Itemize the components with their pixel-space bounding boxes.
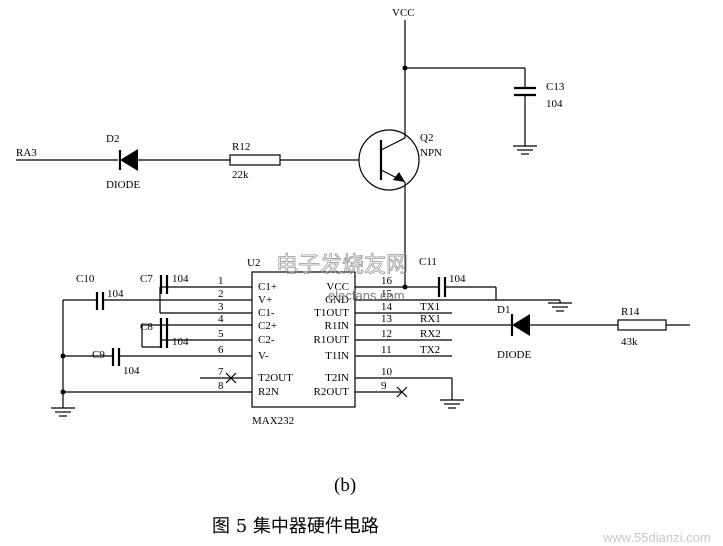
r14-ref: R14 bbox=[621, 306, 640, 318]
pin-13-name: R1IN bbox=[325, 320, 350, 332]
c8-value: 104 bbox=[172, 336, 189, 348]
pin-13-number: 13 bbox=[381, 313, 393, 325]
ra3-label: RA3 bbox=[16, 147, 37, 159]
d2-diode bbox=[118, 149, 230, 171]
u2-ref: U2 bbox=[247, 257, 260, 269]
pin-4-name: C2+ bbox=[258, 320, 277, 332]
pin-8-name: R2N bbox=[258, 386, 279, 398]
pin-12-number: 12 bbox=[381, 328, 392, 340]
left-ground-rail bbox=[51, 300, 200, 417]
pin-16-number: 16 bbox=[381, 275, 393, 287]
r12-resistor bbox=[229, 154, 359, 166]
c13-ref: C13 bbox=[546, 81, 565, 93]
c9-capacitor bbox=[63, 348, 121, 366]
no-connect-pin7 bbox=[225, 372, 237, 384]
u2-left-pins bbox=[120, 286, 252, 393]
d2-ref: D2 bbox=[106, 133, 119, 145]
pin-10-name: T2IN bbox=[325, 372, 349, 384]
c9-ref: C9 bbox=[92, 349, 105, 361]
junction-dot bbox=[402, 284, 408, 290]
pin-7-name: T2OUT bbox=[258, 372, 293, 384]
pin10-ground bbox=[440, 378, 464, 409]
pin-3-number: 3 bbox=[218, 301, 224, 313]
pin-6-name: V- bbox=[258, 350, 269, 362]
ground-symbol bbox=[513, 145, 537, 155]
junction-dot bbox=[60, 389, 66, 395]
c8-ref: C8 bbox=[140, 321, 153, 333]
pin-15-number: 15 bbox=[381, 288, 393, 300]
c10-capacitor bbox=[63, 292, 200, 310]
pin-12-name: R1OUT bbox=[314, 334, 350, 346]
pin-9-number: 9 bbox=[381, 380, 387, 392]
pin-8-number: 8 bbox=[218, 380, 224, 392]
c11-value: 104 bbox=[449, 273, 466, 285]
net-rx2: RX2 bbox=[420, 328, 441, 340]
d2-type: DIODE bbox=[106, 179, 140, 191]
pin-2-number: 2 bbox=[218, 288, 224, 300]
d1-diode bbox=[452, 314, 618, 336]
r12-ref: R12 bbox=[232, 141, 250, 153]
no-connect-pin9 bbox=[396, 386, 408, 398]
pin-11-name: T1IN bbox=[325, 350, 349, 362]
d1-ref: D1 bbox=[497, 304, 510, 316]
r12-value: 22k bbox=[232, 169, 249, 181]
watermark-cn: 电子发烧友网 bbox=[276, 253, 408, 278]
r14-value: 43k bbox=[621, 336, 638, 348]
d1-type: DIODE bbox=[497, 349, 531, 361]
vcc-label: VCC bbox=[392, 7, 415, 19]
net-rx1: RX1 bbox=[420, 313, 441, 325]
c10-ref: C10 bbox=[76, 273, 95, 285]
junction-dot bbox=[402, 65, 408, 71]
pin-1-number: 1 bbox=[218, 275, 224, 287]
q2-type: NPN bbox=[420, 147, 442, 159]
q2-ref: Q2 bbox=[420, 132, 433, 144]
pin-9-name: R2OUT bbox=[314, 386, 350, 398]
subfigure-label: (b) bbox=[334, 475, 356, 496]
c13-capacitor bbox=[514, 68, 536, 146]
c9-value: 104 bbox=[123, 365, 140, 377]
r14-resistor bbox=[617, 319, 690, 331]
vcc-wires bbox=[404, 20, 525, 138]
pin-10-number: 10 bbox=[381, 366, 393, 378]
watermark-domain: elecfans.com bbox=[328, 288, 405, 303]
pin-5-number: 5 bbox=[218, 328, 224, 340]
pin-7-number: 7 bbox=[218, 366, 224, 378]
pin-5-name: C2- bbox=[258, 334, 275, 346]
c7-ref: C7 bbox=[140, 273, 153, 285]
pin-16-name: VCC bbox=[326, 281, 349, 293]
u2-part: MAX232 bbox=[252, 415, 294, 427]
net-tx2: TX2 bbox=[420, 344, 440, 356]
c8-capacitor bbox=[141, 318, 169, 348]
net-tx1: TX1 bbox=[420, 301, 440, 313]
pin-6-number: 6 bbox=[218, 344, 224, 356]
watermark-site: www.55dianzi.com bbox=[602, 530, 711, 545]
pin-4-number: 4 bbox=[218, 313, 224, 325]
c11-ref: C11 bbox=[419, 256, 437, 268]
pin-11-number: 11 bbox=[381, 344, 392, 356]
pin-14-number: 14 bbox=[381, 301, 393, 313]
c11-capacitor bbox=[414, 277, 572, 312]
c10-value: 104 bbox=[107, 288, 124, 300]
pin-3-name: C1- bbox=[258, 307, 275, 319]
c13-value: 104 bbox=[546, 98, 563, 110]
pin-15-name: GND bbox=[325, 294, 349, 306]
pin-1-name: C1+ bbox=[258, 281, 277, 293]
c7-value: 104 bbox=[172, 273, 189, 285]
pin-14-name: T1OUT bbox=[314, 307, 349, 319]
pin-2-name: V+ bbox=[258, 294, 272, 306]
junction-dot bbox=[60, 353, 66, 359]
figure-caption: 图 5 集中器硬件电路 bbox=[212, 516, 379, 537]
